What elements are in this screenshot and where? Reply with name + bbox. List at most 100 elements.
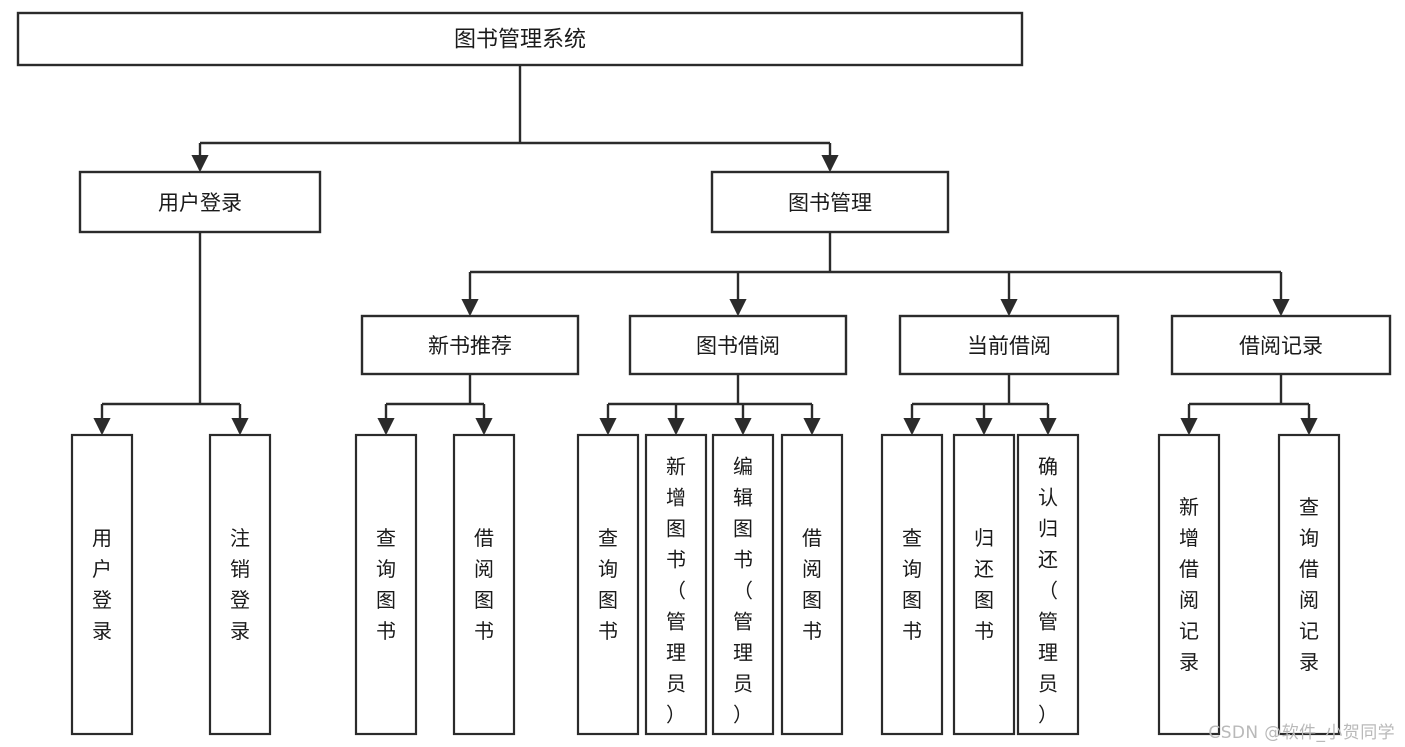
svg-text:录: 录 <box>230 619 250 643</box>
svg-text:理: 理 <box>733 641 753 665</box>
leaf-leaf-query-book-1-box[interactable] <box>354 433 418 736</box>
svg-text:借: 借 <box>1299 557 1319 581</box>
node-book-manage-label: 图书管理 <box>788 191 872 215</box>
leaf-leaf-query-book-2-box[interactable] <box>576 433 640 736</box>
leaf-leaf-borrow-book-2-box[interactable] <box>780 433 844 736</box>
svg-text:查: 查 <box>902 526 922 550</box>
svg-text:销: 销 <box>230 557 250 581</box>
svg-text:书: 书 <box>376 619 396 643</box>
node-current-borrow-box[interactable] <box>898 314 1120 376</box>
svg-text:辑: 辑 <box>733 486 753 510</box>
leaf-leaf-user-login-box[interactable] <box>70 433 134 736</box>
svg-text:增: 增 <box>666 486 686 510</box>
node-new-book-recommend-label: 新书推荐 <box>428 334 512 358</box>
leaf-leaf-user-logout-box[interactable] <box>208 433 272 736</box>
svg-text:书: 书 <box>474 619 494 643</box>
svg-text:图: 图 <box>902 588 922 612</box>
svg-text:员: 员 <box>733 672 753 696</box>
svg-text:增: 增 <box>1179 526 1199 550</box>
svg-text:员: 员 <box>666 672 686 696</box>
svg-text:认: 认 <box>1038 486 1058 510</box>
svg-text:借: 借 <box>1179 557 1199 581</box>
svg-text:编: 编 <box>733 455 753 479</box>
svg-text:图: 图 <box>376 588 396 612</box>
svg-text:员: 员 <box>1038 672 1058 696</box>
svg-text:图: 图 <box>598 588 618 612</box>
svg-text:（: （ <box>666 579 686 603</box>
leaf-leaf-confirm-return-box[interactable] <box>1016 433 1080 736</box>
svg-text:用: 用 <box>92 526 112 550</box>
svg-text:确: 确 <box>1038 455 1058 479</box>
node-user-login-box[interactable] <box>78 170 322 234</box>
svg-text:询: 询 <box>598 557 618 581</box>
node-borrow-record-box[interactable] <box>1170 314 1392 376</box>
svg-text:注: 注 <box>230 526 250 550</box>
svg-text:图: 图 <box>474 588 494 612</box>
watermark-text: CSDN @软件_小贺同学 <box>1208 723 1395 743</box>
svg-text:书: 书 <box>733 548 753 572</box>
svg-text:书: 书 <box>802 619 822 643</box>
svg-text:书: 书 <box>902 619 922 643</box>
svg-text:录: 录 <box>1299 650 1319 674</box>
leaf-leaf-query-record-box[interactable] <box>1277 433 1341 736</box>
svg-text:查: 查 <box>376 526 396 550</box>
node-book-manage-box[interactable] <box>710 170 950 234</box>
node-current-borrow-label: 当前借阅 <box>967 334 1051 358</box>
svg-text:录: 录 <box>92 619 112 643</box>
svg-text:记: 记 <box>1299 619 1319 643</box>
svg-text:）: ） <box>666 703 686 727</box>
svg-text:询: 询 <box>902 557 922 581</box>
svg-text:图: 图 <box>974 588 994 612</box>
svg-text:登: 登 <box>92 588 112 612</box>
svg-text:借: 借 <box>474 526 494 550</box>
leaf-leaf-add-book-box[interactable] <box>644 433 708 736</box>
svg-text:新: 新 <box>666 455 686 479</box>
leaf-leaf-return-book-box[interactable] <box>952 433 1016 736</box>
root-node-box[interactable] <box>16 11 1024 67</box>
svg-text:归: 归 <box>1038 517 1058 541</box>
node-user-login-label: 用户登录 <box>158 191 242 215</box>
svg-text:阅: 阅 <box>474 557 494 581</box>
svg-text:还: 还 <box>974 557 994 581</box>
node-layer: 图书管理系统用户登录图书管理新书推荐图书借阅当前借阅借阅记录用户登录注销登录查询… <box>16 11 1392 736</box>
node-new-book-recommend-box[interactable] <box>360 314 580 376</box>
root-node-label: 图书管理系统 <box>454 28 586 53</box>
node-borrow-record-label: 借阅记录 <box>1239 334 1323 358</box>
svg-text:查: 查 <box>1299 495 1319 519</box>
svg-text:）: ） <box>733 703 753 727</box>
leaf-leaf-borrow-book-1-box[interactable] <box>452 433 516 736</box>
svg-text:（: （ <box>733 579 753 603</box>
svg-text:管: 管 <box>733 610 753 634</box>
svg-text:询: 询 <box>1299 526 1319 550</box>
node-book-borrow-box[interactable] <box>628 314 848 376</box>
svg-text:录: 录 <box>1179 650 1199 674</box>
svg-text:新: 新 <box>1179 495 1199 519</box>
svg-text:阅: 阅 <box>802 557 822 581</box>
svg-text:户: 户 <box>92 557 112 581</box>
svg-text:图: 图 <box>733 517 753 541</box>
svg-text:询: 询 <box>376 557 396 581</box>
leaf-leaf-user-login-label: 用户登录 <box>92 526 112 643</box>
svg-text:归: 归 <box>974 526 994 550</box>
svg-text:书: 书 <box>974 619 994 643</box>
svg-text:（: （ <box>1038 579 1058 603</box>
svg-text:阅: 阅 <box>1179 588 1199 612</box>
leaf-leaf-query-book-3-box[interactable] <box>880 433 944 736</box>
svg-text:查: 查 <box>598 526 618 550</box>
svg-text:理: 理 <box>1038 641 1058 665</box>
leaf-leaf-edit-book-box[interactable] <box>711 433 775 736</box>
leaf-leaf-add-record-box[interactable] <box>1157 433 1221 736</box>
